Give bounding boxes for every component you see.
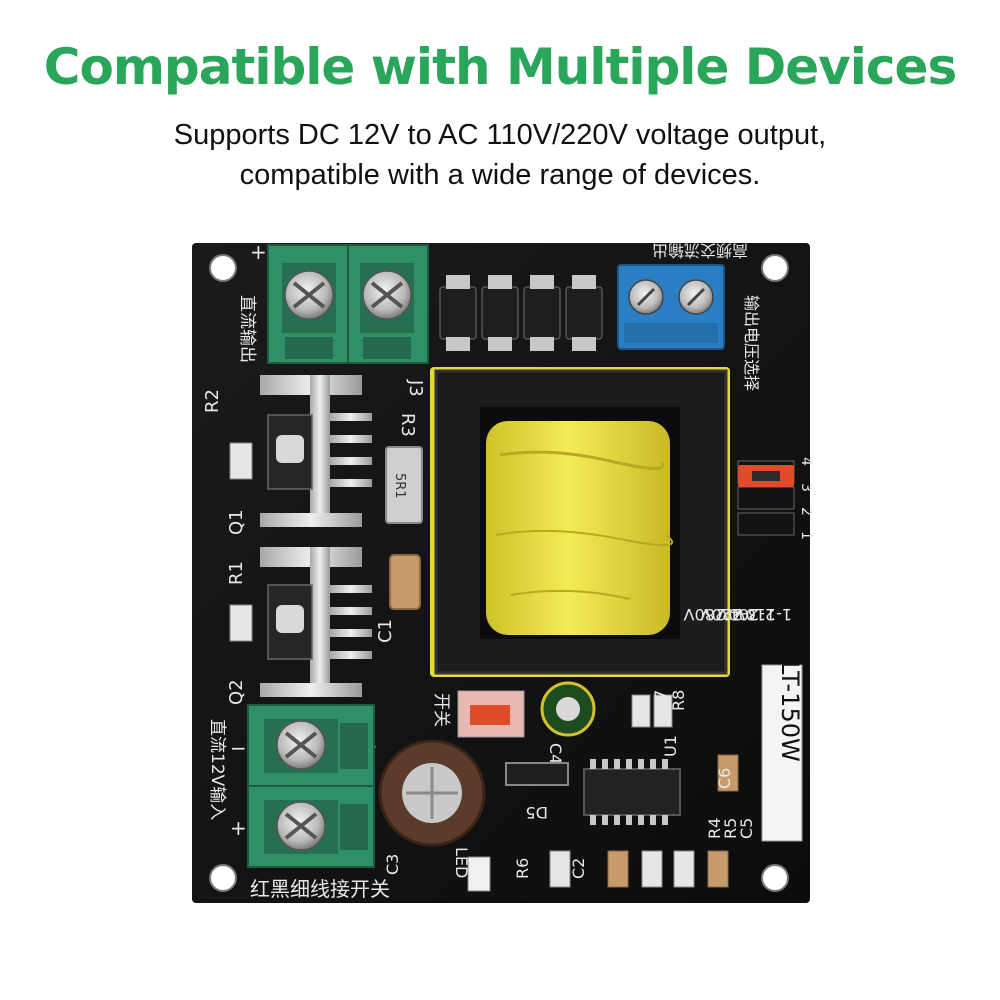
capacitor-c3 bbox=[378, 739, 486, 847]
voltage-selector-header bbox=[737, 460, 795, 536]
label-dc-output: 直流输出 bbox=[237, 295, 257, 363]
capacitor-c2 bbox=[607, 850, 629, 888]
capacitor-c1 bbox=[389, 554, 421, 610]
label-sel-pin2: 2 bbox=[798, 507, 814, 516]
resistor-r2 bbox=[229, 442, 253, 480]
label-c1: C1 bbox=[375, 619, 396, 643]
label-q1: Q1 bbox=[226, 509, 247, 535]
label-u1: U1 bbox=[661, 735, 680, 757]
label-c6: C6 bbox=[715, 768, 734, 789]
led bbox=[467, 856, 491, 892]
model-label: LT-150W bbox=[776, 661, 804, 762]
label-sel-pin4: 4 bbox=[798, 457, 814, 466]
label-led: LED bbox=[452, 847, 471, 878]
subtitle-line-1: Supports DC 12V to AC 110V/220V voltage … bbox=[173, 119, 827, 151]
label-dc-input: 直流12V输入 bbox=[207, 719, 227, 820]
label-plus-bottom: + bbox=[230, 816, 247, 840]
label-j3: J3 bbox=[405, 379, 426, 397]
label-voltage-select: 输出电压选择 bbox=[742, 295, 761, 391]
ac-output-terminal bbox=[617, 264, 725, 350]
capacitor-smd bbox=[707, 850, 729, 888]
mount-hole-tl bbox=[209, 254, 237, 282]
resistor-smd-2 bbox=[673, 850, 695, 888]
label-wire-note: 红黑细线接开关 bbox=[250, 877, 390, 901]
label-r4: R4 bbox=[705, 818, 724, 839]
label-plus-top: + bbox=[250, 240, 267, 264]
label-sel-pin1: 1 bbox=[798, 531, 814, 540]
mount-hole-br bbox=[761, 864, 789, 892]
inverter-board-image: 直流输出 + J3 1 2 3 4 高频交流输出 输出电压选择 bbox=[190, 235, 815, 905]
label-ac-output: 高频交流输出 bbox=[652, 241, 748, 260]
heatsink-q1 bbox=[260, 375, 372, 527]
resistor-r7 bbox=[631, 694, 651, 728]
label-c3: C3 bbox=[383, 854, 402, 875]
diode-d5 bbox=[505, 762, 569, 786]
subtitle-line-2: compatible with a wide range of devices. bbox=[239, 159, 761, 191]
label-r7: R7 bbox=[651, 690, 670, 711]
dc-output-terminal bbox=[267, 244, 429, 364]
capacitor-c6 bbox=[717, 754, 739, 792]
label-r3-value: 5R1 bbox=[392, 473, 407, 499]
label-q2: Q2 bbox=[226, 679, 247, 705]
label-r1: R1 bbox=[226, 561, 247, 585]
mount-hole-tr bbox=[761, 254, 789, 282]
resistor-r8 bbox=[653, 694, 673, 728]
heatsink-q2 bbox=[260, 547, 372, 697]
dc-input-terminal bbox=[247, 704, 375, 868]
label-c4: C4 bbox=[546, 743, 565, 764]
page-title: Compatible with Multiple Devices bbox=[43, 38, 957, 96]
mount-hole-bl bbox=[209, 864, 237, 892]
model-label-box bbox=[761, 664, 803, 842]
resistor-r1 bbox=[229, 604, 253, 642]
resistor-r3 bbox=[385, 446, 423, 524]
label-d5: D5 bbox=[526, 803, 549, 822]
label-c2: C2 bbox=[569, 858, 588, 879]
label-sel-pin3: 3 bbox=[798, 483, 814, 492]
switch-jumper bbox=[470, 705, 510, 725]
label-r8: R8 bbox=[669, 690, 688, 711]
label-c5: C5 bbox=[737, 818, 756, 839]
label-switch: 开关 bbox=[431, 693, 451, 727]
label-r6: R6 bbox=[513, 858, 532, 879]
voltage-option-2: 2-200V bbox=[718, 605, 775, 624]
resistor-smd-1 bbox=[641, 850, 663, 888]
resistor-r6 bbox=[549, 850, 571, 888]
label-r5: R5 bbox=[721, 818, 740, 839]
page-subtitle: Supports DC 12V to AC 110V/220V voltage … bbox=[0, 115, 1000, 195]
transformer bbox=[430, 367, 730, 677]
voltage-option-1: 1-110V bbox=[735, 605, 792, 624]
label-minus-bottom: − bbox=[230, 736, 247, 760]
rectifier-diodes bbox=[439, 275, 603, 351]
voltage-option-4: 4-280V bbox=[684, 605, 741, 624]
voltage-option-3: 3-220V bbox=[701, 605, 758, 624]
label-r2: R2 bbox=[202, 389, 223, 413]
ic-u1 bbox=[583, 759, 681, 825]
label-r3: R3 bbox=[397, 413, 418, 437]
